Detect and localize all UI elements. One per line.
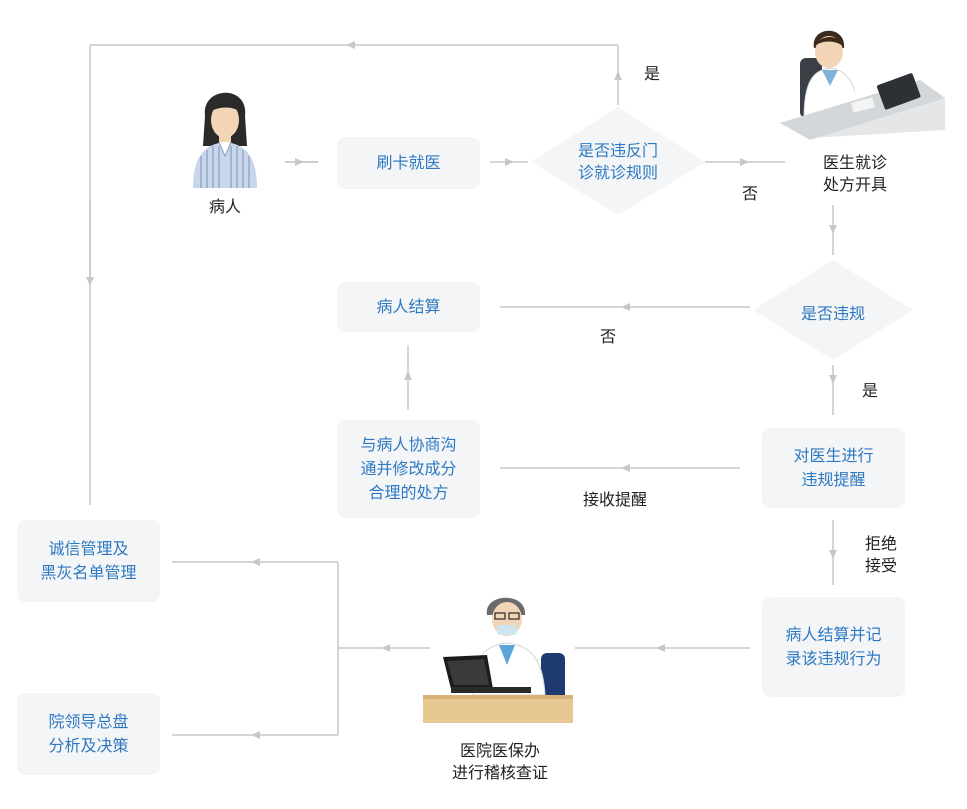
patient-label: 病人: [208, 197, 241, 216]
violation-check-text: 是否违规: [800, 304, 865, 323]
doctor-at-desk-icon: [780, 18, 945, 143]
remind-box: 对医生进行 违规提醒: [762, 428, 905, 508]
edge-label-accept-remind: 接收提醒: [582, 490, 647, 509]
rule-check-line1: 是否违反门: [577, 141, 658, 160]
record-box: 病人结算并记 录该违规行为: [762, 597, 905, 697]
auditor-label-line2: 进行稽核查证: [451, 763, 548, 782]
edge-label-no-right: 否: [741, 184, 758, 203]
negotiate-line2: 通并修改成分: [360, 459, 457, 478]
record-line2: 录该违规行为: [785, 649, 882, 668]
rule-check-diamond: [531, 107, 705, 215]
edge-label-refuse: 拒绝: [864, 534, 897, 553]
edge-label-yes-down: 是: [861, 381, 878, 400]
edge-label-no-left: 否: [599, 327, 616, 346]
settlement-box: 病人结算: [337, 282, 480, 332]
swipe-card-text: 刷卡就医: [376, 153, 441, 172]
negotiate-line1: 与病人协商沟: [360, 435, 457, 454]
edge-label-yes-top: 是: [643, 64, 660, 83]
leadership-line2: 分析及决策: [48, 736, 129, 755]
negotiate-line3: 合理的处方: [368, 483, 449, 502]
negotiate-box: 与病人协商沟 通并修改成分 合理的处方: [337, 420, 480, 518]
rule-check-line2: 诊就诊规则: [577, 163, 658, 182]
patient-icon: [183, 76, 267, 188]
integrity-line1: 诚信管理及: [48, 539, 129, 558]
record-line1: 病人结算并记: [785, 625, 882, 644]
swipe-card-box: 刷卡就医: [337, 137, 480, 189]
auditor-at-laptop-icon: [423, 585, 573, 725]
violation-check-diamond: [753, 260, 913, 360]
doctor-label-line2: 处方开具: [822, 175, 887, 194]
integrity-box: 诚信管理及 黑灰名单管理: [17, 520, 160, 602]
edge-label-accept: 接受: [864, 556, 897, 575]
integrity-line2: 黑灰名单管理: [40, 563, 137, 582]
remind-line1: 对医生进行: [793, 446, 874, 465]
leadership-line1: 院领导总盘: [48, 712, 129, 731]
leadership-box: 院领导总盘 分析及决策: [17, 693, 160, 775]
rule-check-text: 是否违反门 诊就诊规则: [548, 140, 688, 184]
auditor-label-line1: 医院医保办: [459, 741, 540, 760]
settlement-text: 病人结算: [376, 297, 441, 316]
doctor-label-line1: 医生就诊: [822, 153, 887, 172]
remind-line2: 违规提醒: [801, 470, 866, 489]
